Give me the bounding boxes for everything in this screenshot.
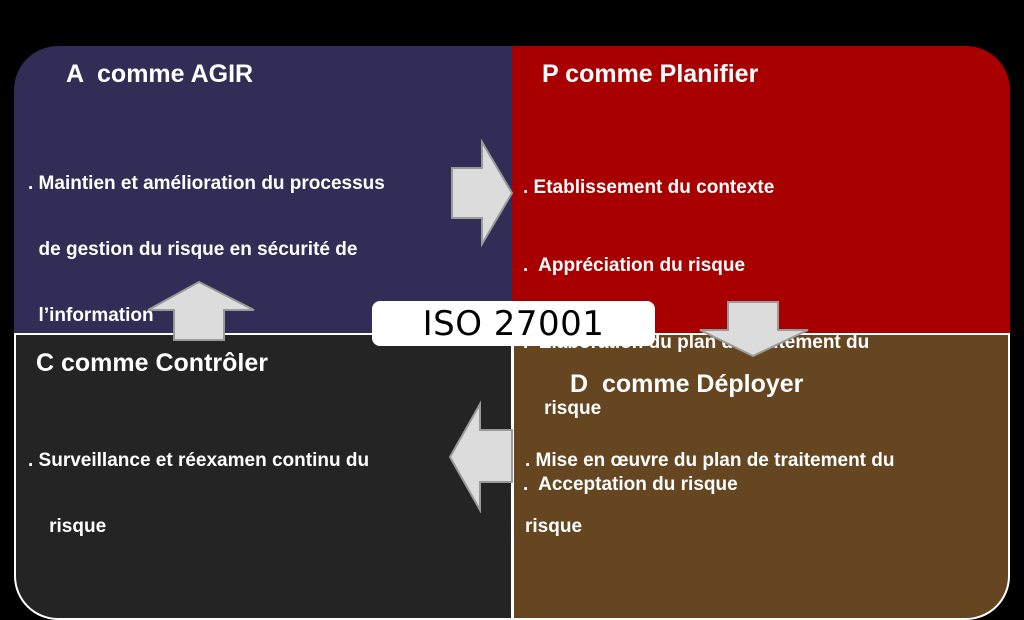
arrow-down-icon [699,301,809,358]
quadrant-agir [14,46,512,334]
iso-27001-label: ISO 27001 [372,301,655,346]
agir-line: l’information [28,305,154,326]
controler-title: C comme Contrôler [36,349,268,377]
deployer-line: . Mise en œuvre du plan de traitement du [525,450,895,471]
quadrant-deployer [514,333,1010,620]
planifier-item: . Etablissement du contexte [523,177,775,198]
agir-body: . Maintien et amélioration du processus … [28,129,385,349]
controler-line: . Surveillance et réexamen continu du [28,450,370,471]
arrow-up-icon [147,280,255,341]
agir-line: de gestion du risque en sécurité de [28,239,358,260]
deployer-title: D comme Déployer [570,370,804,398]
planifier-body: . Etablissement du contexte . Appréciati… [523,133,869,518]
controler-line: risque [28,516,107,537]
agir-line: . Maintien et amélioration du processus [28,173,385,194]
arrow-left-icon [448,400,513,514]
planifier-item: risque [523,398,602,419]
planifier-item: . Acceptation du risque [523,474,738,495]
quadrant-planifier [512,46,1010,334]
planifier-title: P comme Planifier [542,60,759,88]
quadrant-controler [14,333,512,620]
controler-body: . Surveillance et réexamen continu du ri… [28,406,369,560]
planifier-item: . Appréciation du risque [523,255,746,276]
deployer-body: . Mise en œuvre du plan de traitement du… [525,406,895,560]
deployer-line: risque [525,516,583,537]
agir-title: A comme AGIR [66,60,254,88]
arrow-right-icon [451,138,514,248]
